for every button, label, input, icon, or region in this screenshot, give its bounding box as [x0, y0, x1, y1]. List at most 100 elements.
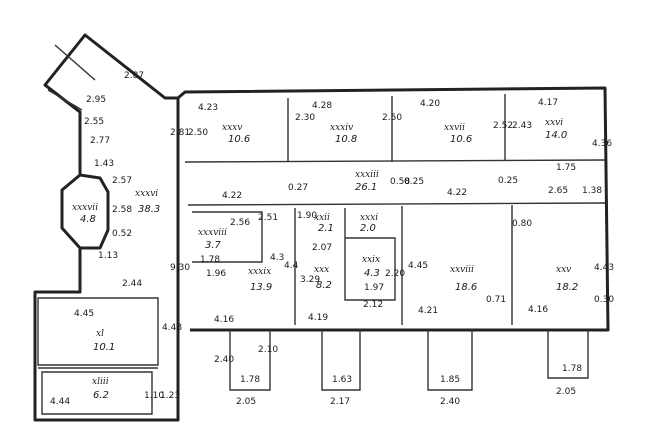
dimension-label: 2.30	[295, 113, 315, 123]
dimension-label: 2.56	[230, 218, 250, 228]
dimension-label: 1.78	[562, 364, 582, 374]
room-label-xxxviii: xxxviii	[198, 228, 227, 238]
dimension-label: 9.30	[170, 263, 190, 273]
dimension-label: 1.13	[98, 251, 118, 261]
room-area-xxv: 18.2	[556, 282, 578, 293]
dimension-label: 2.57	[112, 176, 132, 186]
dimension-label: 1.43	[94, 159, 114, 169]
room-label-xxvi: xxvi	[545, 118, 563, 128]
dimension-label: 4.20	[420, 99, 440, 109]
room-area-xxxviii: 3.7	[205, 240, 222, 251]
room-label-xxxv: xxxv	[222, 123, 242, 133]
room-area-xxxiii: 26.1	[355, 182, 377, 193]
dimension-label: 2.43	[512, 121, 532, 131]
dimension-label: 2.44	[122, 279, 142, 289]
dimension-label: 4.16	[528, 305, 548, 315]
dimension-label: 2.87	[124, 71, 144, 81]
dimension-label: 2.10	[258, 345, 278, 355]
room-area-xxxvii: 4.8	[80, 214, 96, 225]
room-label-xl: xl	[96, 329, 104, 339]
dimension-label: 4.3	[270, 253, 284, 263]
dimension-label: 4.23	[198, 103, 218, 113]
room-area-xxxv: 10.6	[228, 134, 250, 145]
outer-walls	[33, 33, 610, 422]
dimension-label: 2.50	[188, 128, 208, 138]
dimension-label: 1.97	[364, 283, 384, 293]
room-label-xxxiii: xxxiii	[355, 170, 379, 180]
dimension-label: 2.05	[556, 387, 576, 397]
dimension-label: 4.44	[50, 397, 70, 407]
dimension-label: 2.12	[363, 300, 383, 310]
room-label-xxxiv: xxxiv	[330, 123, 353, 133]
room-label-xxii: xxii	[314, 213, 330, 223]
dimension-label: 4.45	[408, 261, 428, 271]
room-label-xliii: xliii	[92, 377, 109, 387]
dimension-label: 1.75	[556, 163, 576, 173]
dimension-label: 2.51	[258, 213, 278, 223]
dimension-label: 4.28	[312, 101, 332, 111]
room-area-xxxi: 2.0	[360, 223, 376, 234]
dimension-label: 2.95	[86, 95, 106, 105]
room-label-xxxvi: xxxvi	[135, 189, 158, 199]
room-label-xxx: xxx	[314, 265, 329, 275]
room-label-xxvii-top: xxvii	[444, 123, 465, 133]
dimension-label: 4.19	[308, 313, 328, 323]
dimension-label: 1.78	[240, 375, 260, 385]
dimension-label: 4.22	[222, 191, 242, 201]
dimension-label: 2.50	[382, 113, 402, 123]
dimension-label: 4.45	[74, 309, 94, 319]
interior-walls	[37, 44, 606, 415]
dimension-label: 2.58	[112, 205, 132, 215]
room-area-xxvi: 14.0	[545, 130, 567, 141]
dimension-label: 1.10	[144, 391, 164, 401]
dimension-label: 0.30	[594, 295, 614, 305]
room-label-xxxi: xxxi	[360, 213, 378, 223]
dimension-label: 4.17	[538, 98, 558, 108]
dimension-label: 2.05	[236, 397, 256, 407]
dimension-label: 2.65	[548, 186, 568, 196]
room-area-xxx: 8.2	[316, 280, 332, 291]
dimension-label: 0.71	[486, 295, 506, 305]
dimension-label: 1.63	[332, 375, 352, 385]
dimension-label: 0.27	[288, 183, 308, 193]
dimension-label: 0.25	[404, 177, 424, 187]
room-area-xxii: 2.1	[318, 223, 334, 234]
dimension-label: 1.90	[297, 211, 317, 221]
dimension-label: 2.20	[385, 269, 405, 279]
room-area-xxxiv: 10.8	[335, 134, 357, 145]
dimension-label: 0.80	[512, 219, 532, 229]
room-label-xxix: xxix	[362, 255, 380, 265]
dimension-label: 2.40	[214, 355, 234, 365]
dimension-label: 1.85	[440, 375, 460, 385]
room-label-xxxvii: xxxvii	[72, 203, 98, 213]
dimension-label: 0.25	[498, 176, 518, 186]
dimension-label: 2.77	[90, 136, 110, 146]
dimension-label: 1.96	[206, 269, 226, 279]
dimension-label: 0.58	[390, 177, 410, 187]
room-labels: xxxv 10.6 xxxiv 10.8 xxvii 10.6 xxvi 14.…	[72, 118, 578, 401]
dimension-label: 4.48	[162, 323, 182, 333]
dimension-label: 2.55	[84, 117, 104, 127]
dimension-label: 2.81	[170, 128, 190, 138]
room-label-xxv: xxv	[556, 265, 571, 275]
room-label-xxviii: xxviii	[450, 265, 474, 275]
dimension-label: 4.22	[447, 188, 467, 198]
dimension-label: 4.43	[594, 263, 614, 273]
dimension-label: 4.4	[284, 261, 299, 271]
dimension-label: 3.29	[300, 275, 320, 285]
balconies	[229, 330, 589, 391]
dimension-label: 2.07	[312, 243, 332, 253]
room-area-xxviii: 18.6	[455, 282, 477, 293]
dimension-label: 2.17	[330, 397, 350, 407]
dimension-labels: 4.23 4.28 4.20 4.17 2.81 2.50 2.30 2.50 …	[50, 71, 614, 407]
dimension-label: 4.36	[592, 139, 612, 149]
dimension-label: 1.38	[582, 186, 602, 196]
dimension-label: 4.21	[418, 306, 438, 316]
room-area-xxxix: 13.9	[250, 282, 272, 293]
room-label-xxxix: xxxix	[248, 267, 271, 277]
room-area-xxvii-top: 10.6	[450, 134, 472, 145]
dimension-label: 4.16	[214, 315, 234, 325]
dimension-label: 2.40	[440, 397, 460, 407]
dimension-label: 1.78	[200, 255, 220, 265]
